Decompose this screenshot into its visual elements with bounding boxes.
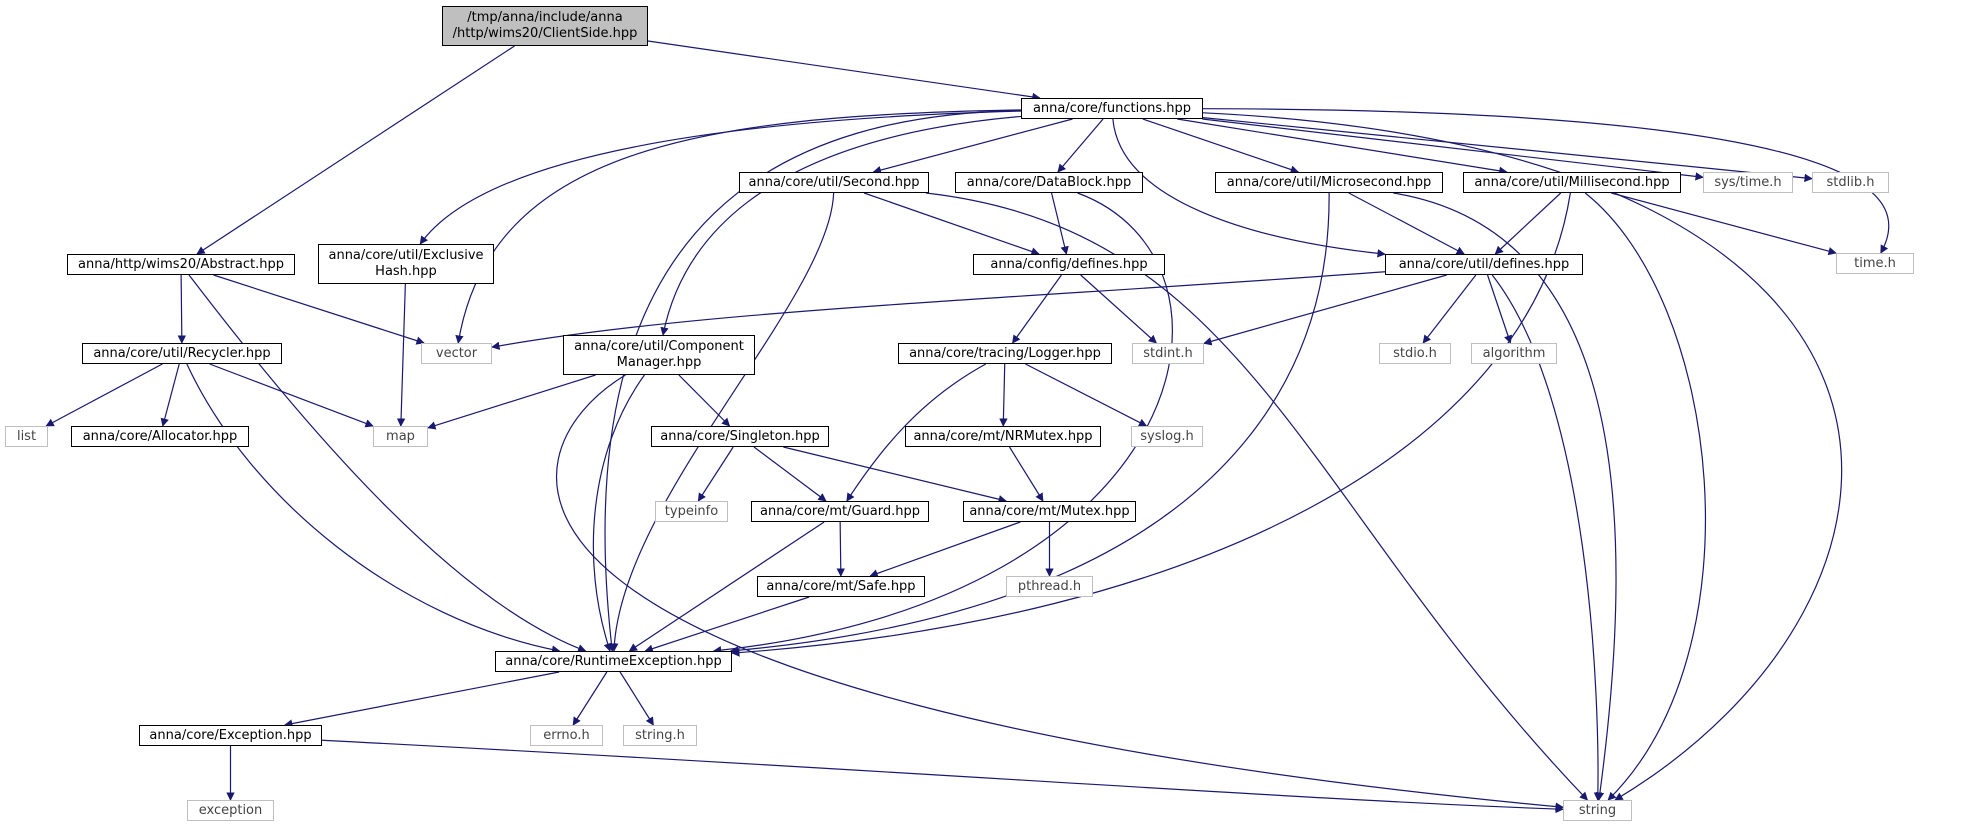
edge-runtime-exception-to-string-h [619, 671, 654, 726]
node-allocator[interactable]: anna/core/Allocator.hpp [71, 426, 249, 447]
edge-mutex-to-safe [869, 521, 1021, 578]
edge-functions-to-second [872, 118, 1073, 175]
node-guard[interactable]: anna/core/mt/Guard.hpp [751, 501, 929, 522]
node-runtime-exception[interactable]: anna/core/RuntimeException.hpp [495, 651, 732, 672]
edge-millisecond-to-string [1584, 192, 1706, 801]
edge-abstract-to-runtime-exception [188, 274, 587, 653]
edge-config-defines-to-stdint [1080, 274, 1157, 344]
node-config-defines[interactable]: anna/config/defines.hpp [973, 254, 1165, 275]
node-exclusive-hash[interactable]: anna/core/util/Exclusive Hash.hpp [318, 244, 494, 284]
node-string-h: string.h [623, 725, 697, 746]
edge-millisecond-to-util-defines [1494, 192, 1562, 255]
edge-millisecond-to-time-h [1611, 192, 1837, 256]
edge-recycler-to-allocator [160, 363, 180, 427]
node-pthread: pthread.h [1006, 576, 1093, 597]
node-algorithm: algorithm [1471, 343, 1557, 364]
edge-recycler-to-map [209, 363, 374, 428]
edge-functions-to-millisecond [1177, 118, 1508, 175]
node-sys-time: sys/time.h [1703, 172, 1793, 193]
node-singleton[interactable]: anna/core/Singleton.hpp [651, 426, 829, 447]
edge-singleton-to-typeinfo [697, 446, 734, 502]
node-map: map [373, 426, 428, 447]
edge-safe-to-runtime-exception [644, 596, 810, 653]
node-errno: errno.h [530, 725, 603, 746]
edge-datablock-to-config-defines [1050, 192, 1069, 255]
node-list: list [5, 426, 48, 447]
edge-logger-to-nrmutex [999, 363, 1008, 427]
edge-singleton-to-guard [753, 446, 827, 502]
edge-functions-to-exclusive-hash [419, 110, 1022, 245]
node-util-defines[interactable]: anna/core/util/defines.hpp [1385, 254, 1583, 275]
edge-util-defines-to-stdio [1422, 274, 1477, 344]
edge-functions-to-microsecond [1142, 118, 1300, 174]
node-millisecond[interactable]: anna/core/util/Millisecond.hpp [1463, 172, 1681, 193]
edge-util-defines-to-stdint [1203, 274, 1447, 346]
node-safe[interactable]: anna/core/mt/Safe.hpp [757, 576, 925, 597]
node-stdlib: stdlib.h [1812, 172, 1889, 193]
edge-abstract-to-vector [213, 274, 425, 345]
edge-microsecond-to-util-defines [1348, 192, 1465, 255]
edge-functions-to-vector [455, 109, 1022, 344]
edge-functions-to-string [1202, 112, 1843, 801]
edge-component-manager-to-singleton [678, 374, 731, 427]
edge-runtime-exception-to-exception-hpp [284, 671, 560, 728]
node-time-h: time.h [1836, 253, 1914, 274]
node-mutex[interactable]: anna/core/mt/Mutex.hpp [963, 501, 1136, 522]
node-exception-hpp[interactable]: anna/core/Exception.hpp [139, 725, 322, 746]
edge-abstract-to-recycler [177, 274, 186, 344]
edge-exclusive-hash-to-map [396, 283, 406, 427]
edge-component-manager-to-map [427, 374, 596, 430]
edge-functions-to-datablock [1057, 118, 1104, 173]
edge-microsecond-to-string [1393, 192, 1617, 801]
node-logger[interactable]: anna/core/tracing/Logger.hpp [898, 343, 1112, 364]
edge-root-to-abstract [196, 45, 515, 255]
edge-functions-to-sys-time [1202, 118, 1704, 181]
node-datablock[interactable]: anna/core/DataBlock.hpp [955, 172, 1143, 193]
node-functions[interactable]: anna/core/functions.hpp [1021, 98, 1203, 119]
node-component-manager[interactable]: anna/core/util/Component Manager.hpp [563, 335, 755, 375]
node-root: /tmp/anna/include/anna /http/wims20/Clie… [442, 6, 648, 46]
edge-nrmutex-to-mutex [1009, 446, 1044, 502]
edge-component-manager-to-runtime-exception [592, 374, 645, 652]
node-typeinfo: typeinfo [655, 501, 728, 522]
edge-util-defines-to-algorithm [1486, 274, 1513, 344]
edge-runtime-exception-to-errno [572, 671, 608, 726]
node-string: string [1563, 800, 1632, 821]
edge-exception-hpp-to-string [321, 739, 1564, 814]
node-microsecond[interactable]: anna/core/util/Microsecond.hpp [1215, 172, 1443, 193]
edge-recycler-to-list [45, 363, 163, 427]
edge-root-to-functions [647, 40, 1041, 102]
edge-singleton-to-mutex [783, 446, 1007, 504]
edge-config-defines-to-logger [1012, 274, 1062, 344]
edge-functions-to-component-manager [660, 115, 1022, 336]
node-nrmutex[interactable]: anna/core/mt/NRMutex.hpp [905, 426, 1101, 447]
node-recycler[interactable]: anna/core/util/Recycler.hpp [82, 343, 282, 364]
node-vector: vector [421, 343, 492, 364]
edge-guard-to-safe [836, 521, 845, 577]
node-stdint: stdint.h [1132, 343, 1204, 364]
node-stdio: stdio.h [1379, 343, 1451, 364]
node-second[interactable]: anna/core/util/Second.hpp [739, 172, 929, 193]
edge-recycler-to-runtime-exception [186, 363, 561, 654]
node-syslog: syslog.h [1131, 426, 1203, 447]
edge-logger-to-syslog [1025, 363, 1148, 427]
edge-second-to-config-defines [863, 192, 1040, 256]
edge-functions-to-stdlib [1202, 117, 1813, 183]
node-abstract[interactable]: anna/http/wims20/Abstract.hpp [67, 254, 295, 275]
node-exception: exception [187, 800, 274, 821]
edge-second-to-string [925, 192, 1589, 801]
